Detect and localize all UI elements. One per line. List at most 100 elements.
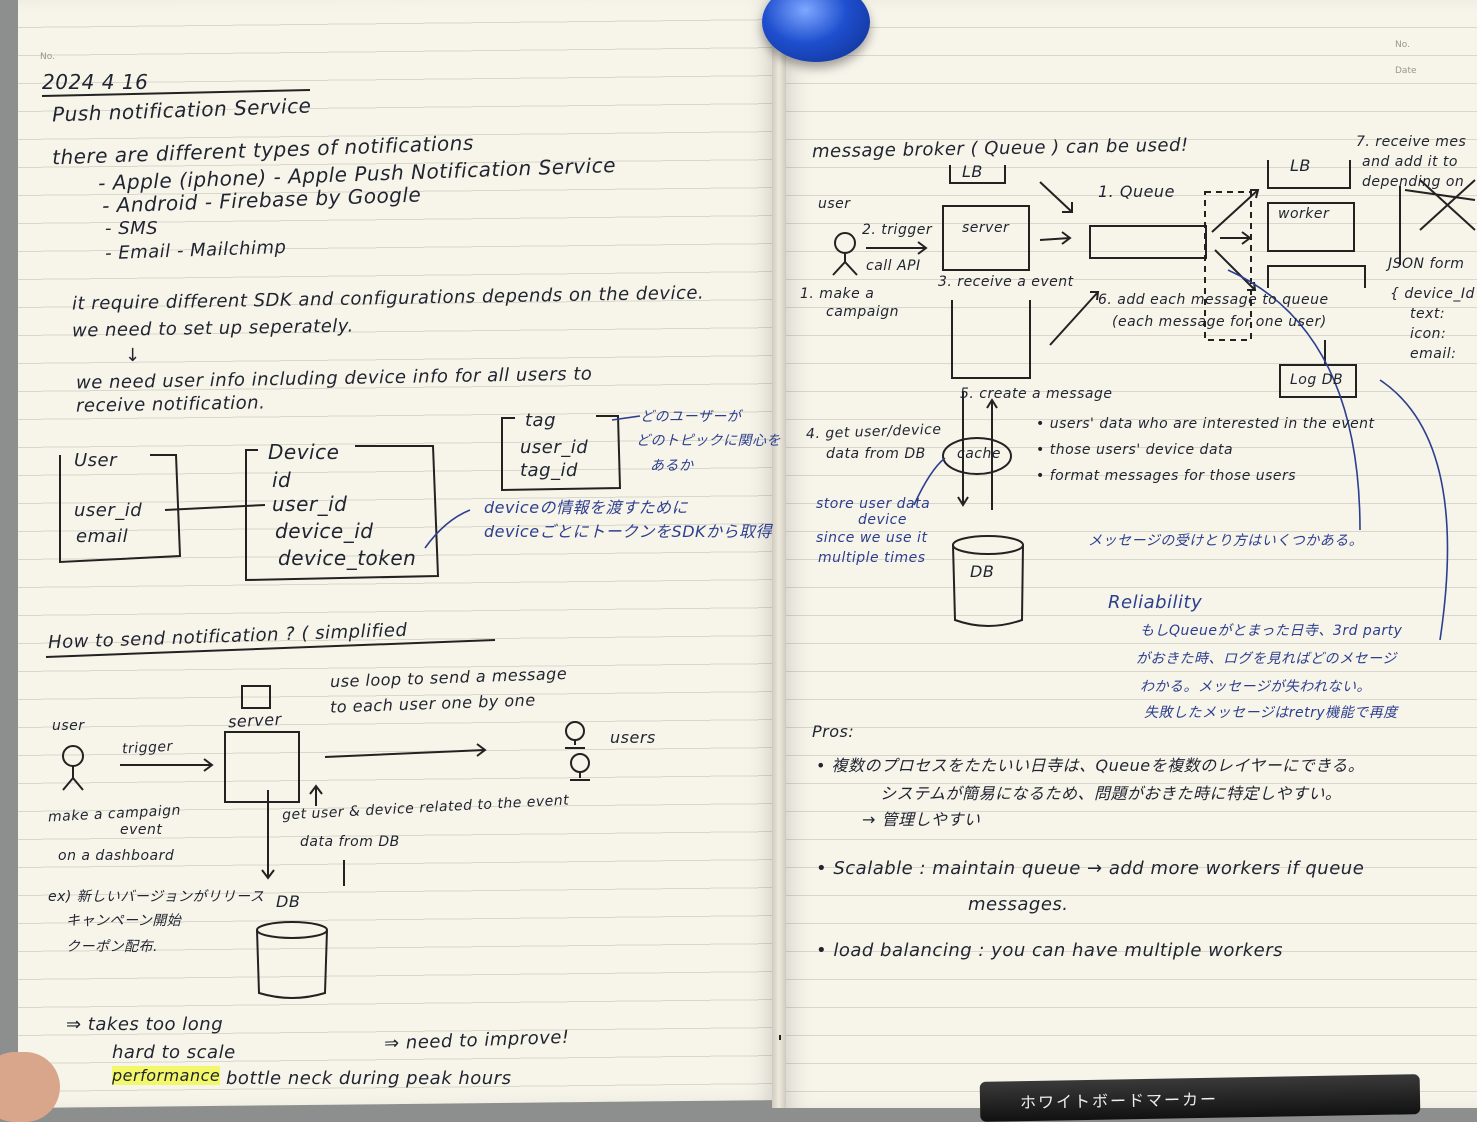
user-figure-body (62, 766, 84, 791)
loop-arrow (324, 743, 487, 758)
right-db-label: DB (970, 562, 995, 581)
notebook-gutter (772, 0, 786, 1108)
reliability-line-2: がおきた時、ログを見ればどのメセージ (1136, 651, 1397, 667)
flow-users-label: users (610, 728, 656, 747)
lb-right-box (1267, 160, 1351, 189)
how-underline (45, 639, 496, 658)
queue-dashed-box (1204, 191, 1252, 341)
call-api-label: call API (866, 258, 921, 274)
step6b-label: (each message for one user) (1112, 314, 1327, 330)
pro-1-line-3: → 管理しやすい (862, 810, 981, 829)
bullet-format-messages: • format messages for those users (1036, 468, 1297, 484)
step6a-label: 6. add each message to queue (1098, 292, 1329, 308)
step1b-label: campaign (826, 304, 900, 320)
tag-note-3: あるか (650, 458, 694, 474)
reliability-curve-2 (1379, 379, 1449, 641)
right-user-label: user (818, 196, 851, 212)
pro-1-line-2: システムが簡易になるため、問題がおきた時に特定しやすい。 (880, 784, 1342, 803)
right-notebook-page (780, 0, 1477, 1108)
tag-note-2: どのトピックに関心を (636, 433, 781, 449)
json-field-1: { device_Id (1390, 286, 1475, 302)
cache-down-arrow (957, 392, 969, 507)
cache-label: cache (957, 446, 1001, 462)
flow-trigger-label: trigger (121, 738, 174, 758)
example-note-3: クーポン配布. (66, 939, 158, 955)
user-device-link (164, 504, 266, 511)
user-table-title: User (74, 450, 118, 471)
bullet-device-data: • those users' device data (1036, 442, 1234, 458)
user-table-field-user-id: user_id (74, 500, 143, 521)
message-box (951, 300, 1031, 379)
need-line-2: receive notification. (75, 392, 266, 417)
message-queue-arrow (1049, 291, 1100, 346)
right-db-top (952, 535, 1024, 555)
cache-circle (942, 437, 1012, 475)
device-table-title: Device (268, 440, 340, 464)
marker-label: ホワイトボードマーカー (1019, 1089, 1219, 1113)
db-cylinder-body (256, 929, 328, 999)
tag-field-tag-id: tag_id (520, 460, 578, 481)
pro-1-line-1: • 複数のプロセスをたたいい日寺は、Queueを複数のレイヤーにできる。 (816, 756, 1365, 775)
reliability-curve-1 (1227, 269, 1361, 531)
example-note-2: キャンペーン開始 (66, 913, 182, 929)
step5-label: 5. create a message (960, 386, 1113, 402)
queue-label: 1. Queue (1098, 182, 1175, 201)
flow-user-label: user (52, 718, 85, 734)
queue-worker-arrow (1220, 231, 1252, 245)
json-field-3: icon: (1410, 326, 1447, 342)
campaign-note-2: event (120, 822, 163, 838)
users-figure-2 (570, 753, 590, 773)
device-table-box (245, 445, 440, 582)
lb-queue-arrow (1039, 181, 1073, 213)
type-sms: - SMS (105, 218, 159, 239)
right-db-body (952, 544, 1024, 627)
pro-2-line-2: messages. (968, 894, 1069, 915)
queue-box (1089, 225, 1207, 259)
step7c-label: depending on (1362, 174, 1465, 190)
issue-line-2: hard to scale (112, 1042, 236, 1063)
tag-field-tag: tag (525, 410, 557, 431)
server-top-box (241, 685, 271, 709)
logdb-label: Log DB (1290, 372, 1344, 388)
down-arrow: ↓ (125, 345, 141, 366)
reliability-heading: Reliability (1108, 592, 1203, 613)
whiteboard-marker: ホワイトボードマーカー (979, 1074, 1421, 1122)
json-field-2: text: (1410, 306, 1446, 322)
device-field-user-id: user_id (272, 492, 348, 516)
tag-note-pointer (611, 415, 641, 421)
user-table-box (59, 454, 182, 564)
users-figure-1 (565, 721, 585, 741)
json-title: JSON form (1388, 256, 1465, 272)
flow-db-label: DB (276, 892, 301, 911)
cache-note-pointer (913, 457, 946, 506)
tag-table-box (501, 415, 622, 492)
right-server-box (942, 205, 1030, 271)
pro-2-line-1: • Scalable : maintain queue → add more w… (816, 858, 1365, 879)
worker-bottom-box (1267, 265, 1366, 288)
device-field-device-token: device_token (278, 546, 417, 570)
reliability-line-1: もしQueueがとまった日寺、3rd party (1140, 623, 1403, 639)
date-label-right: Date (1395, 66, 1417, 76)
right-user-body (832, 253, 858, 276)
user-table-field-email: email (76, 526, 129, 547)
json-field-4: email: (1410, 346, 1457, 362)
device-note-2: deviceごとにトークンをSDKから取得 (484, 522, 773, 541)
device-field-device-id: device_id (275, 519, 374, 543)
bullet-users-data: • users' data who are interested in the … (1036, 416, 1375, 432)
page-number-label: No. (40, 52, 55, 62)
step7b-label: and add it to (1362, 154, 1458, 170)
worker-box (1267, 202, 1355, 252)
campaign-note-3: on a dashboard (58, 848, 175, 864)
worker-label: worker (1278, 206, 1330, 222)
lb-top-label: LB (962, 162, 983, 181)
tag-field-user-id: user_id (520, 437, 589, 458)
pro-3-line: • load balancing : you can have multiple… (816, 940, 1284, 961)
step4b-label: data from DB (826, 446, 926, 462)
device-note-1: deviceの情報を渡すために (484, 498, 689, 517)
pros-heading: Pros: (812, 722, 855, 741)
cache-note-3: since we use it (816, 530, 928, 546)
receive-note: メッセージの受けとり方はいくつかある。 (1088, 533, 1364, 549)
blue-magnet (762, 0, 870, 62)
call-api-arrow (866, 241, 928, 255)
